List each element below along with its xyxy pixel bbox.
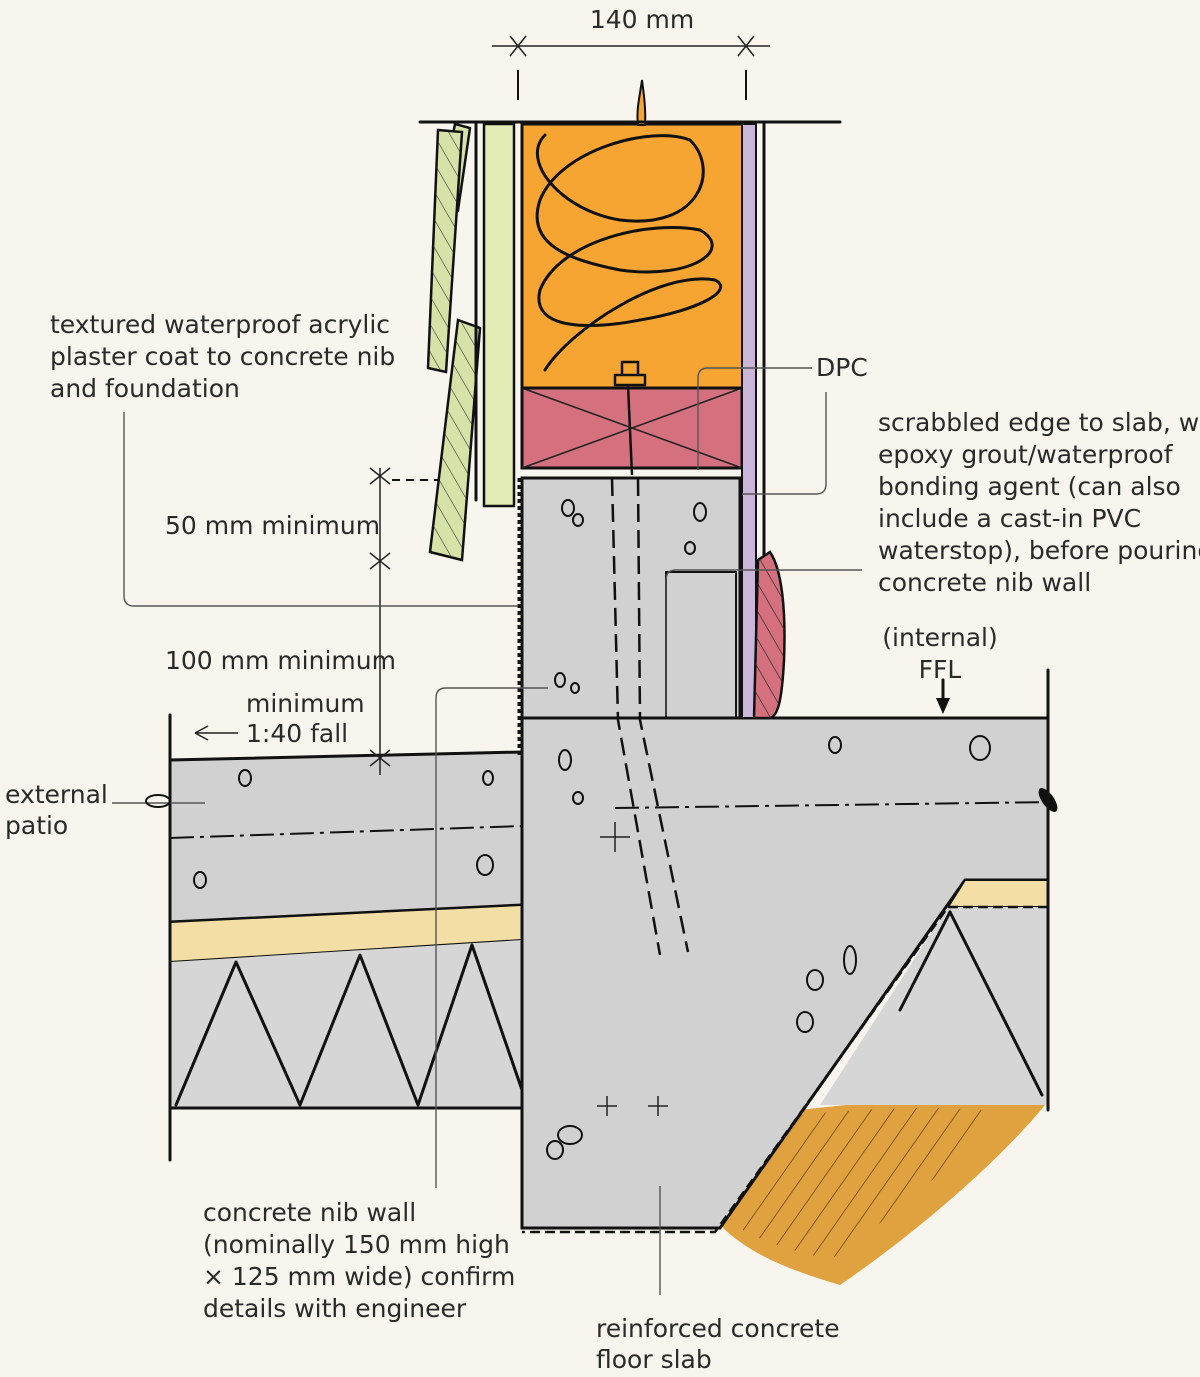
plaster-label-3: and foundation <box>50 374 240 403</box>
dimension-vertical <box>369 467 440 775</box>
cavity-batten <box>482 122 516 508</box>
ffl-label-1: (internal) <box>882 623 997 652</box>
hold-down-bolt <box>613 360 647 476</box>
slab-label-2: floor slab <box>596 1345 712 1374</box>
nib-label-3: × 125 mm wide) confirm <box>203 1262 515 1291</box>
fall-label-1: minimum <box>246 689 365 718</box>
wall-width-label: 140 mm <box>590 5 694 34</box>
scabbled-label-3: bonding agent (can also <box>878 472 1181 501</box>
nib-label-4: details with engineer <box>203 1294 467 1323</box>
insulation-batt <box>520 122 746 390</box>
plaster-label-1: textured waterproof acrylic <box>50 310 390 339</box>
insulation-squiggle <box>535 133 723 372</box>
slab-dpm <box>522 905 1048 1234</box>
building-wrap <box>741 123 757 719</box>
ffl-label-2: FFL <box>919 655 962 684</box>
slab-reinforcing-line <box>614 801 1056 809</box>
slab-subbase <box>820 907 1048 1105</box>
ffl-marker <box>936 698 950 714</box>
scabbled-label-2: epoxy grout/waterproof <box>878 440 1174 469</box>
patio-label-1: external <box>5 780 108 809</box>
nib-label-2: (nominally 150 mm high <box>203 1230 510 1259</box>
plaster-label-2: plaster coat to concrete nib <box>50 342 395 371</box>
patio-hardfill-zigzag <box>174 943 524 1107</box>
patio-label-2: patio <box>5 811 68 840</box>
fall-label-2: 1:40 fall <box>246 719 348 748</box>
step-down-label: 100 mm minimum <box>165 646 396 675</box>
wall-top-tie <box>636 79 647 126</box>
upstand-label: 50 mm minimum <box>165 511 380 540</box>
fall-arrow <box>194 725 238 741</box>
slab-hardfill-zigzag <box>948 910 1044 1097</box>
dimension-140 <box>492 35 770 100</box>
slab-label-1: reinforced concrete <box>596 1314 840 1343</box>
patio-subbase <box>170 940 522 1108</box>
scabbled-label-1: scrabbled edge to slab, with <box>878 408 1200 437</box>
bottom-plate-cross <box>521 387 743 469</box>
scabbled-label-4: include a cast-in PVC <box>878 504 1141 533</box>
slab-sand-layer <box>946 879 1049 908</box>
scabbled-label-6: concrete nib wall <box>878 568 1091 597</box>
nib-label-1: concrete nib wall <box>203 1198 416 1227</box>
leader-lines <box>112 367 1058 1295</box>
concrete-aggregate <box>193 499 991 1160</box>
starter-bar <box>610 477 690 956</box>
rebar-tie-cross <box>597 822 668 1116</box>
dpc-label: DPC <box>816 353 868 382</box>
patio-reinforcing-line <box>169 825 523 839</box>
scabbled-label-5: waterstop), before pouring <box>878 536 1200 565</box>
ground-hatch <box>730 1108 1000 1260</box>
